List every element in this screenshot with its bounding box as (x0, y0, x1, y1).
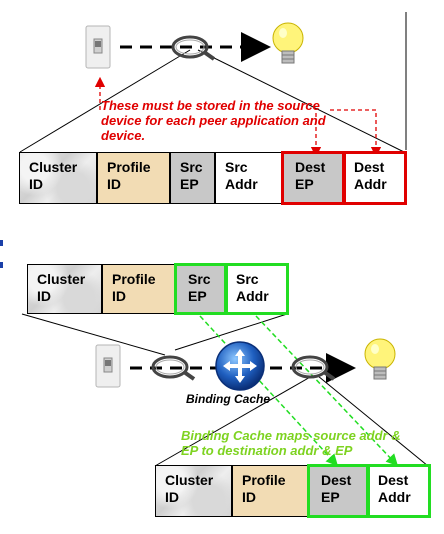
storage-note-line3: device. (101, 128, 146, 143)
light-switch-icon (95, 344, 121, 388)
magnifier-icon (151, 355, 196, 381)
magnifier-icon (171, 35, 216, 61)
binding-cache-caption: Binding Cache (186, 392, 271, 406)
light-bulb-icon (364, 338, 396, 380)
binding-note-line2: EP to destination addr & EP (181, 443, 353, 458)
storage-note-line1: These must be stored in the source (101, 98, 320, 113)
magnifier-icon (291, 355, 336, 381)
binding-note-line1: Binding Cache maps source addr & (181, 428, 401, 443)
binding-cache-icon[interactable] (214, 340, 266, 392)
light-bulb-icon (272, 22, 304, 64)
light-switch-icon (85, 25, 111, 69)
binding-note: Binding Cache maps source addr & EP to d… (181, 428, 431, 458)
storage-note: These must be stored in the source devic… (101, 98, 361, 143)
storage-note-line2: device for each peer application and (101, 113, 326, 128)
